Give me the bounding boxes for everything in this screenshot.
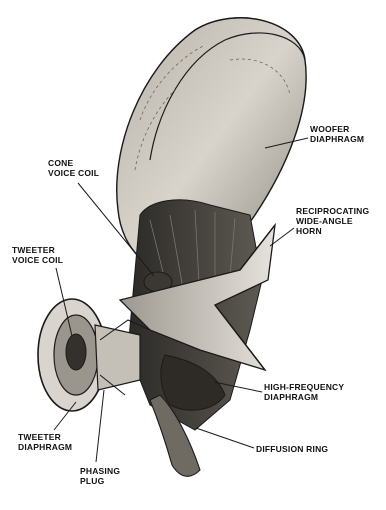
tweeter-voice-coil-shape: [66, 334, 86, 370]
phasing-plug-shape: [95, 325, 140, 390]
label-diffusion-ring: DIFFUSION RING: [256, 444, 328, 454]
label-hf-line1: HIGH-FREQUENCY: [264, 382, 344, 392]
label-phasing-line1: PHASING: [80, 466, 120, 476]
label-high-frequency-diaphragm: HIGH-FREQUENCY DIAPHRAGM: [264, 382, 344, 402]
label-cone-line2: VOICE COIL: [48, 168, 99, 178]
leader-diffusion-ring: [196, 428, 254, 448]
label-tweeter-d-line2: DIAPHRAGM: [18, 442, 72, 452]
label-horn-line1: RECIPROCATING: [296, 206, 369, 216]
label-cone-voice-coil: CONE VOICE COIL: [48, 158, 99, 178]
label-horn-line3: HORN: [296, 226, 369, 236]
label-phasing-plug: PHASING PLUG: [80, 466, 120, 486]
label-woofer-line1: WOOFER: [310, 124, 364, 134]
label-cone-line1: CONE: [48, 158, 99, 168]
label-diffusion-line1: DIFFUSION RING: [256, 444, 328, 454]
label-tweeter-vc-line1: TWEETER: [12, 245, 63, 255]
label-reciprocating-horn: RECIPROCATING WIDE-ANGLE HORN: [296, 206, 369, 236]
label-woofer-diaphragm: WOOFER DIAPHRAGM: [310, 124, 364, 144]
label-tweeter-vc-line2: VOICE COIL: [12, 255, 63, 265]
label-tweeter-d-line1: TWEETER: [18, 432, 72, 442]
label-phasing-line2: PLUG: [80, 476, 120, 486]
label-hf-line2: DIAPHRAGM: [264, 392, 344, 402]
label-tweeter-voice-coil: TWEETER VOICE COIL: [12, 245, 63, 265]
label-tweeter-diaphragm: TWEETER DIAPHRAGM: [18, 432, 72, 452]
label-woofer-line2: DIAPHRAGM: [310, 134, 364, 144]
label-horn-line2: WIDE-ANGLE: [296, 216, 369, 226]
leader-phasing-plug: [96, 390, 104, 462]
